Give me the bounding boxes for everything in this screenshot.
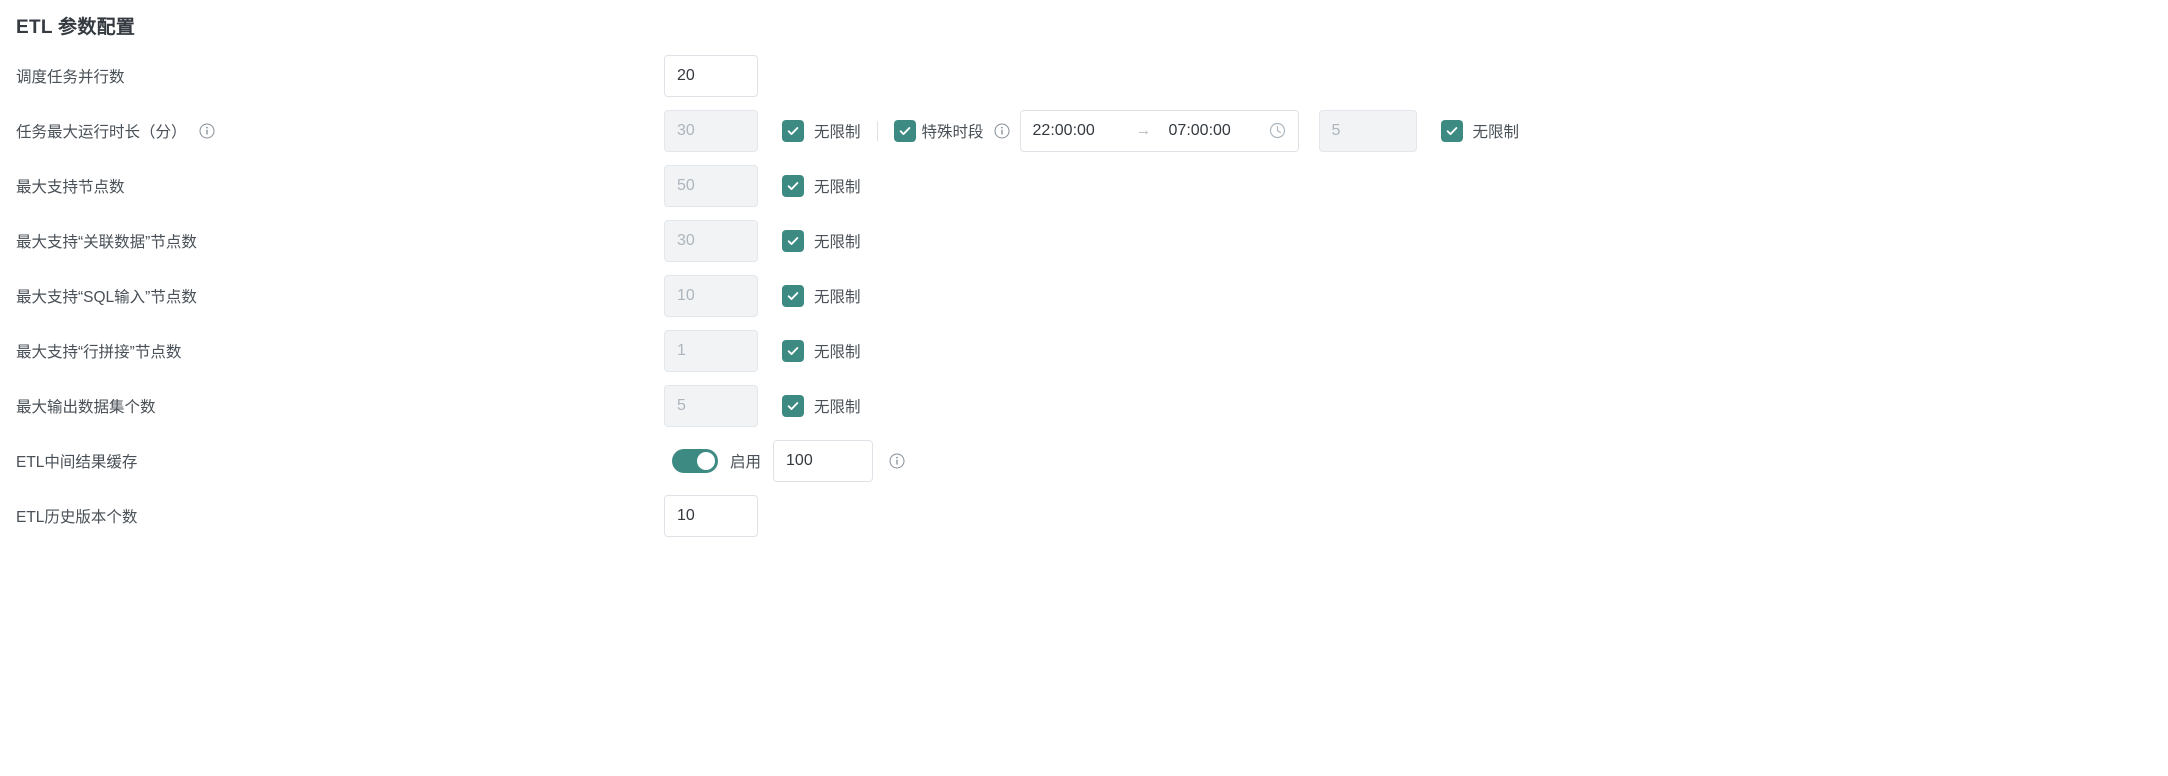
- row-max-sql-input-node-count: 最大支持“SQL输入”节点数 无限制: [0, 268, 2168, 323]
- max-row-concat-node-count-input[interactable]: [664, 329, 758, 372]
- row-label-text: ETL中间结果缓存: [16, 453, 138, 471]
- toggle-label: 启用: [730, 453, 762, 471]
- label-max-node-count: 最大支持节点数: [16, 175, 125, 197]
- time-range-end-input[interactable]: [1168, 121, 1255, 140]
- label-max-row-concat-node-count: 最大支持“行拼接”节点数: [16, 340, 181, 362]
- special-period-limit-input[interactable]: [1318, 109, 1417, 152]
- clock-icon[interactable]: [1269, 122, 1286, 139]
- task-max-runtime-unlimited-checkbox[interactable]: 无限制: [782, 119, 861, 142]
- row-label-text: 最大支持“关联数据”节点数: [16, 233, 197, 251]
- etl-intermediate-cache-input[interactable]: [773, 439, 874, 482]
- row-max-node-count: 最大支持节点数 无限制: [0, 158, 2168, 213]
- controls-max-node-count: 无限制: [664, 164, 861, 207]
- controls-schedule-parallel-count: [664, 54, 758, 97]
- schedule-parallel-count-input[interactable]: [664, 54, 758, 97]
- checkbox-label: 无限制: [814, 123, 861, 141]
- label-max-output-dataset-count: 最大输出数据集个数: [16, 395, 156, 417]
- checkbox-label: 无限制: [814, 343, 861, 361]
- max-node-count-unlimited-checkbox[interactable]: 无限制: [782, 174, 861, 197]
- label-etl-history-version-count: ETL历史版本个数: [16, 505, 137, 527]
- range-arrow-icon: →: [1136, 122, 1152, 139]
- row-etl-intermediate-cache: ETL中间结果缓存 启用: [0, 433, 2168, 488]
- checkbox-checked-icon: [782, 394, 804, 417]
- row-label-text: 调度任务并行数: [16, 68, 125, 86]
- checkbox-checked-icon: [782, 119, 804, 142]
- special-period-time-range-picker[interactable]: →: [1019, 109, 1299, 152]
- max-related-data-node-count-input[interactable]: [664, 219, 758, 262]
- controls-task-max-runtime: 无限制 特殊时段: [664, 109, 1520, 152]
- row-label-text: 最大输出数据集个数: [16, 398, 156, 416]
- row-max-output-dataset-count: 最大输出数据集个数 无限制: [0, 378, 2168, 433]
- row-max-related-data-node-count: 最大支持“关联数据”节点数 无限制: [0, 213, 2168, 268]
- controls-max-related-data-node-count: 无限制: [664, 219, 861, 262]
- row-max-row-concat-node-count: 最大支持“行拼接”节点数 无限制: [0, 323, 2168, 378]
- checkbox-checked-icon: [893, 119, 916, 142]
- row-etl-history-version-count: ETL历史版本个数: [0, 488, 2168, 543]
- etl-history-version-count-input[interactable]: [664, 494, 758, 537]
- controls-etl-history-version-count: [664, 494, 758, 537]
- controls-max-output-dataset-count: 无限制: [664, 384, 861, 427]
- checkbox-label: 无限制: [814, 233, 861, 251]
- checkbox-label: 无限制: [1472, 123, 1520, 141]
- toggle-knob: [697, 451, 715, 470]
- checkbox-checked-icon: [782, 284, 804, 307]
- max-row-concat-node-count-unlimited-checkbox[interactable]: 无限制: [782, 339, 861, 362]
- checkbox-checked-icon: [782, 174, 804, 197]
- label-max-sql-input-node-count: 最大支持“SQL输入”节点数: [16, 285, 197, 307]
- controls-max-row-concat-node-count: 无限制: [664, 329, 861, 372]
- row-label-text: 最大支持“SQL输入”节点数: [16, 288, 197, 306]
- checkbox-label: 无限制: [814, 398, 861, 416]
- max-output-dataset-count-unlimited-checkbox[interactable]: 无限制: [782, 394, 861, 417]
- special-period-checkbox[interactable]: 特殊时段: [893, 119, 984, 142]
- checkbox-checked-icon: [782, 229, 804, 252]
- task-max-runtime-input[interactable]: [664, 109, 758, 152]
- controls-etl-intermediate-cache: 启用: [664, 439, 905, 482]
- max-node-count-input[interactable]: [664, 164, 758, 207]
- row-task-max-runtime: 任务最大运行时长（分）: [0, 103, 2168, 158]
- checkbox-label: 特殊时段: [921, 123, 984, 141]
- page-title: ETL 参数配置: [16, 17, 136, 38]
- label-max-related-data-node-count: 最大支持“关联数据”节点数: [16, 230, 197, 252]
- checkbox-checked-icon: [782, 339, 804, 362]
- special-period-info-circle-icon[interactable]: [994, 123, 1010, 139]
- row-label-text: 任务最大运行时长（分）: [16, 123, 187, 141]
- max-sql-input-node-count-unlimited-checkbox[interactable]: 无限制: [782, 284, 861, 307]
- label-schedule-parallel-count: 调度任务并行数: [16, 65, 125, 87]
- max-related-data-node-count-unlimited-checkbox[interactable]: 无限制: [782, 229, 861, 252]
- controls-max-sql-input-node-count: 无限制: [664, 274, 861, 317]
- checkbox-label: 无限制: [814, 288, 861, 306]
- row-label-text: 最大支持“行拼接”节点数: [16, 343, 182, 361]
- row-label-text: ETL历史版本个数: [16, 508, 138, 526]
- settings-form: 调度任务并行数 任务最大运行时长（分）: [0, 48, 2168, 543]
- special-period-unlimited-checkbox[interactable]: 无限制: [1440, 119, 1520, 142]
- etl-cache-info-circle-icon[interactable]: [889, 453, 905, 469]
- label-task-max-runtime: 任务最大运行时长（分）: [16, 120, 215, 142]
- checkbox-checked-icon: [1440, 119, 1463, 142]
- info-circle-icon[interactable]: [199, 123, 215, 139]
- label-etl-intermediate-cache: ETL中间结果缓存: [16, 450, 137, 472]
- etl-intermediate-cache-toggle[interactable]: [672, 448, 718, 473]
- row-schedule-parallel-count: 调度任务并行数: [0, 48, 2168, 103]
- vertical-divider: [876, 120, 878, 141]
- time-range-start-input[interactable]: [1032, 121, 1119, 140]
- max-sql-input-node-count-input[interactable]: [664, 274, 758, 317]
- checkbox-label: 无限制: [814, 178, 861, 196]
- row-label-text: 最大支持节点数: [16, 178, 125, 196]
- max-output-dataset-count-input[interactable]: [664, 384, 758, 427]
